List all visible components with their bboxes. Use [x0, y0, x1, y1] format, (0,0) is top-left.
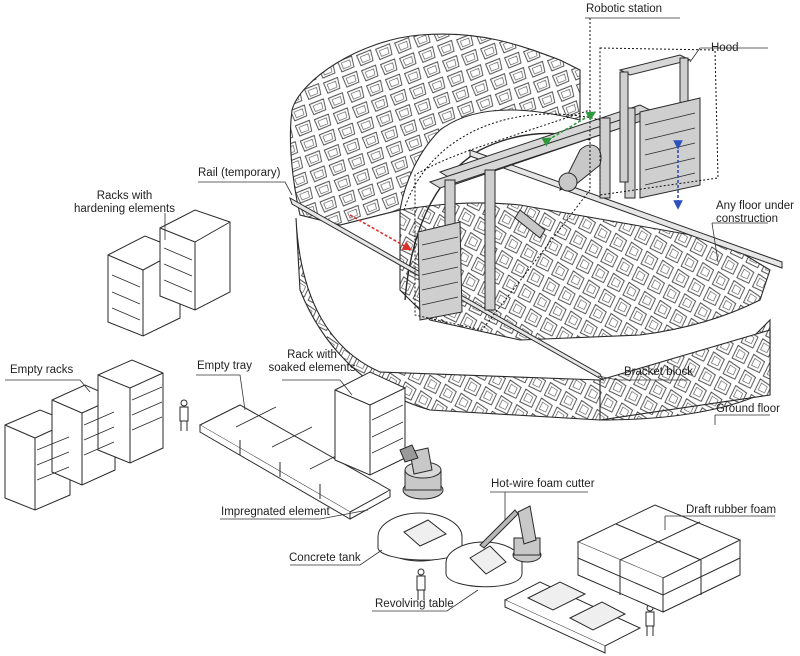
rack-soaked	[334, 371, 406, 476]
leader-lines	[5, 17, 775, 612]
label-empty-tray: Empty tray	[197, 360, 252, 372]
label-hot-wire: Hot-wire foam cutter	[491, 478, 595, 490]
motion-arrows	[349, 111, 683, 251]
label-racks-hardening: Racks with hardening elements	[72, 190, 177, 216]
label-ground-floor: Ground floor	[716, 403, 780, 415]
label-any-floor: Any floor under construction	[716, 200, 794, 226]
label-empty-racks: Empty racks	[10, 364, 74, 376]
label-impregnated: Impregnated element	[221, 506, 330, 518]
label-concrete-tank: Concrete tank	[289, 552, 361, 564]
racks-hardening	[107, 209, 231, 337]
draft-rubber-foam	[576, 504, 742, 613]
human-figures	[179, 399, 655, 636]
label-rail: Rail (temporary)	[198, 167, 281, 179]
label-bracket-block: Bracket block	[624, 366, 694, 378]
label-any-floor-line1: Any floor under	[716, 200, 794, 212]
label-rack-soaked-line1: Rack with	[287, 349, 337, 361]
label-racks-hardening-line2: hardening elements	[73, 203, 175, 215]
label-rack-soaked-line2: soaked elements	[268, 362, 356, 374]
empty-racks	[4, 359, 164, 511]
label-robotic-station: Robotic station	[586, 3, 663, 15]
label-revolving-table: Revolving table	[375, 598, 454, 610]
conveyor-foam	[503, 581, 642, 654]
label-racks-hardening-line1: Racks with	[96, 190, 153, 202]
label-hood: Hood	[711, 42, 739, 54]
hot-wire-robot	[479, 505, 542, 563]
revolving-table	[445, 541, 523, 588]
industrial-robot-1	[399, 444, 444, 500]
label-rack-soaked: Rack with soaked elements	[262, 349, 362, 375]
concrete-tank	[377, 512, 463, 562]
dotted-envelopes	[403, 18, 719, 331]
label-draft-foam: Draft rubber foam	[686, 504, 777, 516]
label-any-floor-line2: construction	[716, 213, 779, 225]
